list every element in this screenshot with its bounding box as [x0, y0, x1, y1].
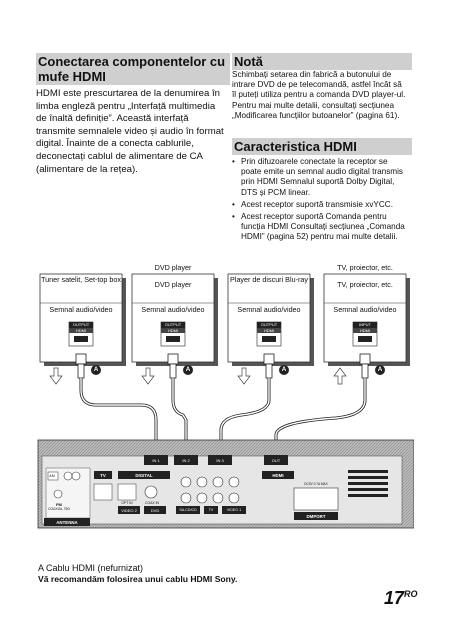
cable-marker-letter: A: [185, 367, 191, 373]
device-signal-bluray: Semnal audio/video: [237, 305, 301, 314]
bullet: •: [232, 212, 235, 222]
receiver-coaxial-label: COAXIAL 75Ω: [48, 507, 70, 511]
connection-diagram: Tuner satelit, Set-top box Semnal audio/…: [36, 260, 415, 560]
bullet: •: [232, 157, 235, 166]
feature-item-text: Prin difuzoarele conectate la receptor s…: [241, 157, 404, 197]
hdmi-port-tv: [352, 321, 378, 347]
receiver-in2-label: IN 2: [182, 458, 190, 463]
device-box-bluray: [227, 273, 314, 366]
port-label-bottom: HDMI: [263, 328, 275, 333]
page-number-value: 17: [384, 588, 405, 608]
note-body: Schimbați setarea din fabrică a butonulu…: [232, 70, 406, 120]
receiver-panel: [37, 439, 415, 529]
cable-a-caption: A Cablu HDMI (nefurnizat): [38, 563, 144, 573]
feature-heading: Caracteristica HDMI: [232, 138, 412, 155]
note-heading: Notă: [232, 53, 412, 70]
receiver-sacd-label: SA-CD/CD: [179, 508, 197, 512]
hdmi-cables: [79, 378, 367, 445]
feature-item: • Acest receptor suportă transmisie xvYC…: [232, 200, 410, 210]
recommend-note: Vă recomandăm folosirea unui cablu HDMI …: [38, 574, 238, 584]
receiver-antenna-label: ANTENNA: [56, 520, 78, 525]
section-body-hdmi-connect: HDMI este prescurtarea de la denumirea î…: [36, 88, 224, 175]
page-number-suffix: RO: [404, 589, 418, 599]
feature-list: • Prin difuzoarele conectate la receptor…: [232, 157, 410, 245]
receiver-dc-out-label: DC5V 0.7A MAX: [304, 482, 328, 486]
receiver-fm-label: FM: [56, 502, 62, 507]
receiver-opt-in-label: OPT IN: [121, 501, 133, 505]
section-heading-hdmi-connect: Conectarea componentelor cu mufe HDMI: [36, 53, 230, 85]
feature-item-text: Acest receptor suportă transmisie xvYCC.: [241, 199, 393, 209]
feature-item: • Prin difuzoarele conectate la receptor…: [232, 157, 410, 198]
receiver-dmport-label: DMPORT: [306, 514, 326, 519]
device-name-tv: TV, proiector, etc.: [337, 280, 393, 289]
hdmi-port-dvd: [160, 321, 186, 347]
device-box-tuner: [39, 273, 126, 366]
port-label-top: OUTPUT: [164, 322, 182, 327]
port-label-bottom: HDMI: [75, 328, 87, 333]
port-label-top: INPUT: [359, 322, 371, 327]
receiver-coax-in-label: COAX IN: [145, 501, 159, 505]
cable-marker-letter: A: [281, 367, 287, 373]
device-top-label-tv: TV, proiector, etc.: [337, 263, 393, 272]
cable-marker-letter: A: [93, 367, 99, 373]
hdmi-cables-inner: [80, 378, 366, 445]
receiver-digital-label: DIGITAL: [135, 473, 153, 478]
receiver-hdmi-label: HDMI: [272, 473, 284, 478]
port-label-top: OUTPUT: [72, 322, 90, 327]
receiver-tv-small-label: TV: [208, 508, 214, 512]
connection-diagram-svg: [37, 273, 415, 529]
port-label-top: OUTPUT: [260, 322, 278, 327]
receiver-video1-label: VIDEO 1: [226, 508, 242, 512]
feature-item-text: Acest receptor suportă Comanda pentru fu…: [241, 212, 405, 242]
device-name-bluray: Player de discuri Blu-ray: [230, 275, 308, 284]
cable-marker-letter: A: [377, 367, 383, 373]
page-number: 17RO: [384, 588, 418, 609]
port-label-bottom: HDMI: [359, 328, 371, 333]
bullet: •: [232, 199, 235, 209]
receiver-in3-label: IN 3: [216, 458, 224, 463]
device-name-dvd: DVD player: [154, 280, 192, 289]
receiver-dvd-label: DVD: [150, 508, 160, 513]
receiver-in1-label: IN 1: [152, 458, 160, 463]
feature-item: • Acest receptor suportă Comanda pentru …: [232, 212, 410, 243]
device-signal-tuner: Semnal audio/video: [49, 305, 113, 314]
cable-marker-a: [91, 365, 385, 375]
hdmi-port-bluray: [256, 321, 282, 347]
receiver-am-label: AM: [49, 474, 55, 478]
device-signal-dvd: Semnal audio/video: [141, 305, 205, 314]
port-label-bottom: HDMI: [167, 328, 179, 333]
cable-plugs-top: [75, 353, 371, 379]
hdmi-port-tuner: [68, 321, 94, 347]
device-signal-tv: Semnal audio/video: [333, 305, 397, 314]
receiver-tv-label: TV: [100, 473, 106, 478]
receiver-video2-label: VIDEO 2: [121, 508, 137, 513]
device-name-tuner: Tuner satelit, Set-top box: [40, 275, 122, 284]
receiver-out-label: OUT: [271, 458, 281, 463]
device-top-label-dvd: DVD player: [154, 263, 192, 272]
signal-arrow: [49, 367, 347, 385]
